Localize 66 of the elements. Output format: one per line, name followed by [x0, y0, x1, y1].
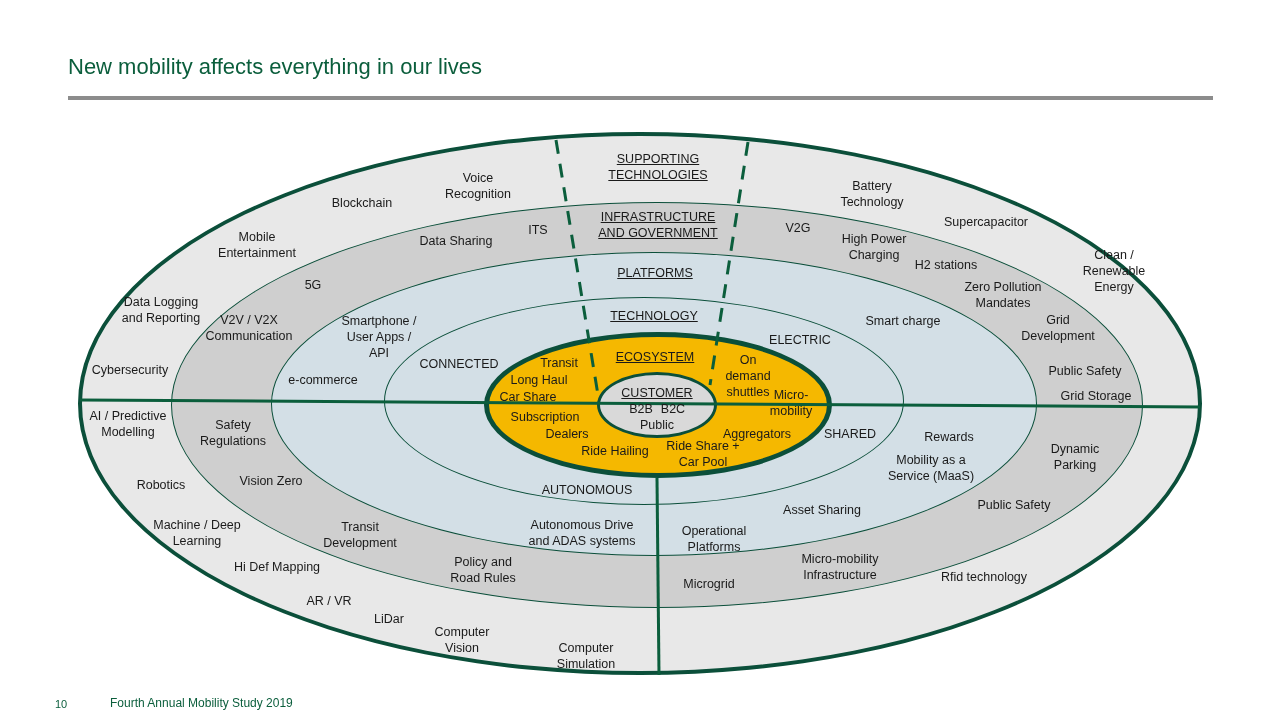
- item-label: Safety Regulations: [199, 417, 267, 449]
- item-label: Mobile Entertainment: [217, 229, 297, 261]
- item-label: Grid Development: [1020, 312, 1096, 344]
- section-heading: INFRASTRUCTURE AND GOVERNMENT: [597, 209, 719, 241]
- page-number: 10: [55, 697, 68, 711]
- item-label: Dealers: [544, 426, 590, 442]
- item-label: Zero Pollution Mandates: [963, 279, 1043, 311]
- item-label: Computer Simulation: [555, 640, 617, 672]
- item-label: Autonomous Drive and ADAS systems: [527, 517, 637, 549]
- item-label: Ride Hailing: [580, 443, 650, 459]
- item-label: High Power Charging: [840, 231, 908, 263]
- section-heading: SUPPORTING TECHNOLOGIES: [607, 151, 709, 183]
- section-heading: ECOSYSTEM: [614, 349, 696, 365]
- item-label: V2V / V2X Communication: [204, 312, 294, 344]
- item-label: Asset Sharing: [782, 502, 862, 518]
- item-label: B2C: [659, 401, 687, 417]
- item-label: Subscription: [509, 409, 581, 425]
- item-label: Grid Storage: [1059, 388, 1133, 404]
- item-label: Vision Zero: [238, 473, 304, 489]
- item-label: Blockchain: [330, 195, 394, 211]
- item-label: B2B: [628, 401, 654, 417]
- item-label: CONNECTED: [418, 356, 500, 372]
- item-label: AR / VR: [305, 593, 353, 609]
- item-label: Transit Development: [322, 519, 398, 551]
- item-label: Long Haul: [509, 372, 569, 388]
- item-label: e-commerce: [287, 372, 359, 388]
- item-label: Cybersecurity: [90, 362, 170, 378]
- item-label: Rewards: [923, 429, 975, 445]
- item-label: Operational Platforms: [680, 523, 748, 555]
- item-label: Public Safety: [1047, 363, 1123, 379]
- item-label: Smart charge: [864, 313, 942, 329]
- item-label: Supercapacitor: [942, 214, 1030, 230]
- item-label: ELECTRIC: [768, 332, 832, 348]
- item-label: Micro-mobility Infrastructure: [800, 551, 880, 583]
- item-label: Aggregators: [721, 426, 793, 441]
- footer-text: Fourth Annual Mobility Study 2019: [110, 696, 293, 711]
- item-label: Robotics: [135, 477, 187, 493]
- item-label: Policy and Road Rules: [449, 554, 517, 586]
- item-label: Mobility as a Service (MaaS): [886, 452, 976, 484]
- item-label: Car Share: [498, 389, 558, 405]
- item-label: SHARED: [822, 426, 878, 442]
- item-label: Battery Technology: [839, 178, 905, 210]
- item-label: V2G: [784, 220, 812, 236]
- item-label: Data Logging and Reporting: [120, 294, 202, 326]
- section-heading: CUSTOMER: [620, 385, 694, 401]
- item-label: H2 stations: [913, 257, 979, 273]
- item-label: Machine / Deep Learning: [152, 517, 242, 549]
- item-label: LiDar: [373, 611, 405, 627]
- item-label: Microgrid: [682, 576, 736, 592]
- page-title: New mobility affects everything in our lives: [68, 53, 483, 81]
- item-label: Voice Recognition: [444, 170, 512, 202]
- item-label: ITS: [527, 222, 549, 238]
- item-label: Rfid technology: [939, 569, 1029, 585]
- item-label: Dynamic Parking: [1049, 441, 1101, 473]
- item-label: Public: [638, 417, 675, 433]
- item-label: AI / Predictive Modelling: [88, 408, 168, 440]
- item-label: 5G: [303, 277, 323, 293]
- item-label: Transit: [539, 355, 579, 371]
- item-label: Public Safety: [976, 497, 1052, 513]
- item-label: AUTONOMOUS: [540, 482, 634, 498]
- item-label: Hi Def Mapping: [232, 559, 322, 575]
- item-label: Computer Vision: [433, 624, 491, 656]
- section-heading: PLATFORMS: [616, 265, 694, 281]
- section-heading: TECHNOLOGY: [609, 308, 699, 324]
- item-label: Data Sharing: [418, 233, 494, 249]
- item-label: Smartphone / User Apps / API: [340, 313, 418, 361]
